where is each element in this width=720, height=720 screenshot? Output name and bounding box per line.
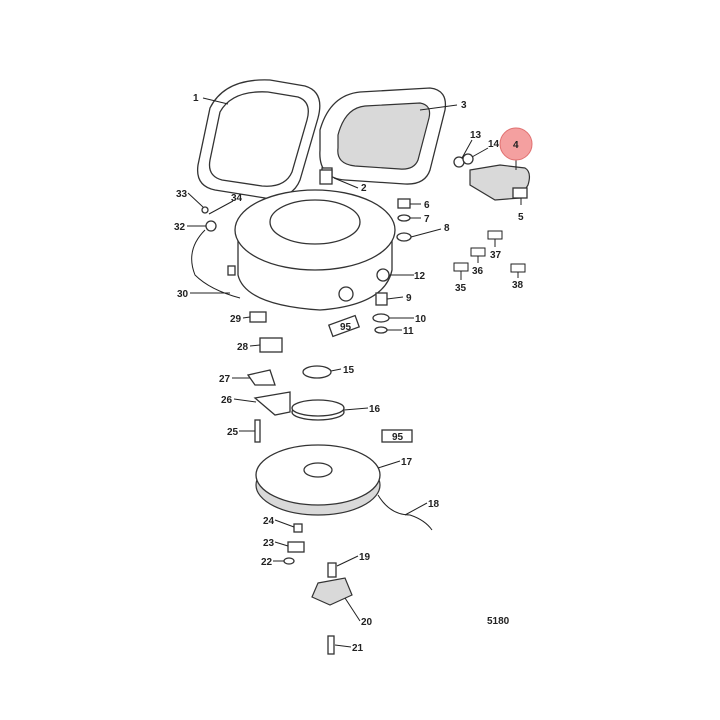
grease-tube-lower[interactable]: 95 xyxy=(381,429,413,443)
part-24[interactable] xyxy=(293,523,303,533)
callout-29[interactable]: 29 xyxy=(230,314,242,325)
callout-labels: 1 2 3 4 5 6 7 8 9 10 11 12 13 14 15 16 1… xyxy=(174,93,524,654)
part-2[interactable] xyxy=(319,169,333,185)
callout-36[interactable]: 36 xyxy=(472,266,484,277)
hardware-30-34[interactable] xyxy=(191,206,241,299)
part-26-pawl[interactable] xyxy=(253,391,291,416)
part-28[interactable] xyxy=(259,337,283,353)
part-21-screw[interactable] xyxy=(327,635,335,655)
callout-37[interactable]: 37 xyxy=(490,250,502,261)
callout-box-35 xyxy=(453,262,469,272)
part-29[interactable] xyxy=(249,311,267,323)
part-12-starter-housing[interactable] xyxy=(234,189,396,311)
callout-35[interactable]: 35 xyxy=(455,283,467,294)
callout-23[interactable]: 23 xyxy=(263,538,275,549)
callout-4[interactable]: 4 xyxy=(513,140,519,151)
tube-label: 95 xyxy=(392,432,404,443)
callout-33[interactable]: 33 xyxy=(176,189,188,200)
callout-28[interactable]: 28 xyxy=(237,342,249,353)
part-27[interactable] xyxy=(246,369,276,386)
drawing-number: 5180 xyxy=(487,616,510,627)
callout-26[interactable]: 26 xyxy=(221,395,233,406)
callout-box-37 xyxy=(487,230,503,240)
part-1-seal-frame[interactable] xyxy=(196,79,321,199)
part-4-handle[interactable] xyxy=(469,164,531,201)
callout-10[interactable]: 10 xyxy=(415,314,427,325)
callout-38[interactable]: 38 xyxy=(512,280,524,291)
callout-30[interactable]: 30 xyxy=(177,289,189,300)
callout-32[interactable]: 32 xyxy=(174,222,186,233)
grease-tube-upper[interactable]: 95 xyxy=(327,314,361,338)
leader-lines xyxy=(187,97,522,648)
part-14[interactable] xyxy=(462,153,474,165)
callout-22[interactable]: 22 xyxy=(261,557,273,568)
part-18-rope[interactable] xyxy=(377,494,433,531)
tube-label: 95 xyxy=(340,322,352,333)
callout-24[interactable]: 24 xyxy=(263,516,275,527)
callout-box-38 xyxy=(510,263,526,273)
callout-25[interactable]: 25 xyxy=(227,427,239,438)
callout-15[interactable]: 15 xyxy=(343,365,355,376)
callout-9[interactable]: 9 xyxy=(406,293,412,304)
callout-14[interactable]: 14 xyxy=(488,139,500,150)
part-22[interactable] xyxy=(283,557,295,565)
callout-21[interactable]: 21 xyxy=(352,643,364,654)
callout-7[interactable]: 7 xyxy=(424,214,430,225)
part-15-spring-clip[interactable] xyxy=(302,365,332,379)
highlight-circle[interactable] xyxy=(499,127,533,161)
callout-34[interactable]: 34 xyxy=(231,193,243,204)
callout-12[interactable]: 12 xyxy=(414,271,426,282)
callout-5[interactable]: 5 xyxy=(518,212,524,223)
callout-20[interactable]: 20 xyxy=(361,617,373,628)
part-17-rewind-pulley[interactable] xyxy=(255,444,381,516)
part-20-plate[interactable] xyxy=(311,577,353,606)
callout-16[interactable]: 16 xyxy=(369,404,381,415)
callout-3[interactable]: 3 xyxy=(461,100,467,111)
part-16-spring-cup[interactable] xyxy=(291,399,345,421)
callout-1[interactable]: 1 xyxy=(193,93,199,104)
callout-11[interactable]: 11 xyxy=(403,326,414,337)
part-25-bolt[interactable] xyxy=(254,419,261,443)
callout-13[interactable]: 13 xyxy=(470,130,482,141)
callout-2[interactable]: 2 xyxy=(361,183,367,194)
callout-18[interactable]: 18 xyxy=(428,499,440,510)
callout-27[interactable]: 27 xyxy=(219,374,231,385)
callout-17[interactable]: 17 xyxy=(401,457,413,468)
part-23[interactable] xyxy=(287,541,305,553)
callout-6[interactable]: 6 xyxy=(424,200,430,211)
part-19-spring[interactable] xyxy=(327,562,337,578)
part-3-handle-housing[interactable] xyxy=(319,87,447,185)
callout-8[interactable]: 8 xyxy=(444,223,450,234)
callout-19[interactable]: 19 xyxy=(359,552,371,563)
callout-box-36 xyxy=(470,247,486,257)
hardware-6-11[interactable] xyxy=(372,198,412,334)
